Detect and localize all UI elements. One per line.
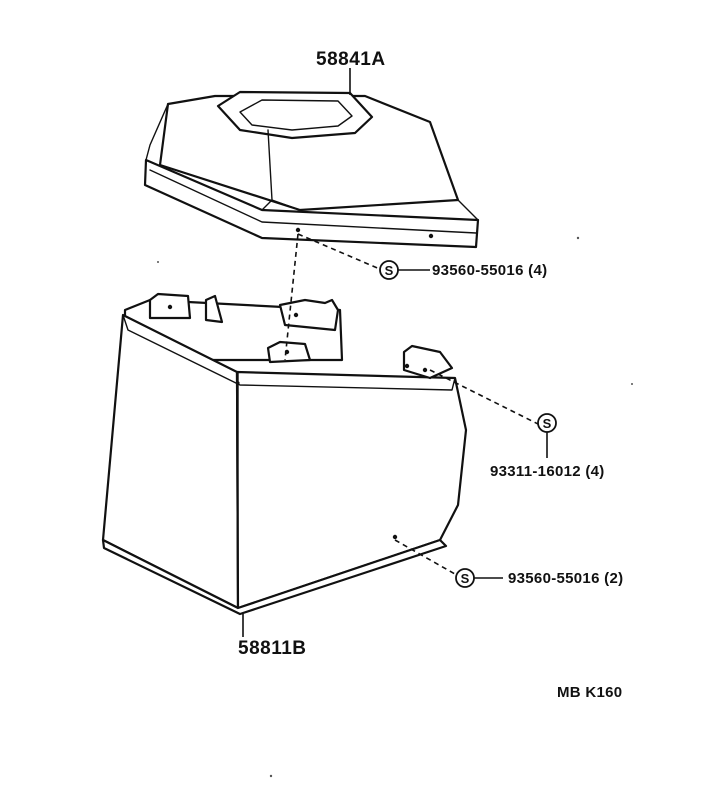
part-label-box: 58811B bbox=[238, 638, 307, 659]
special-marker-middle: S bbox=[537, 413, 557, 433]
svg-text:S: S bbox=[543, 416, 552, 431]
special-marker-top: S bbox=[379, 260, 399, 280]
special-marker-bottom: S bbox=[455, 568, 475, 588]
battery-cover bbox=[143, 90, 480, 249]
figure-code: MB K160 bbox=[557, 684, 623, 701]
part-label-cover: 58841A bbox=[316, 49, 386, 70]
dashed-connector-lines bbox=[284, 233, 541, 579]
svg-text:S: S bbox=[461, 571, 470, 586]
part-label-screw-bottom: 93560-55016 (2) bbox=[508, 570, 624, 587]
part-label-screw-top: 93560-55016 (4) bbox=[432, 262, 548, 279]
battery-box bbox=[101, 292, 468, 616]
svg-text:S: S bbox=[385, 263, 394, 278]
part-label-nut: 93311-16012 (4) bbox=[490, 463, 605, 480]
leader-lines bbox=[242, 68, 548, 637]
